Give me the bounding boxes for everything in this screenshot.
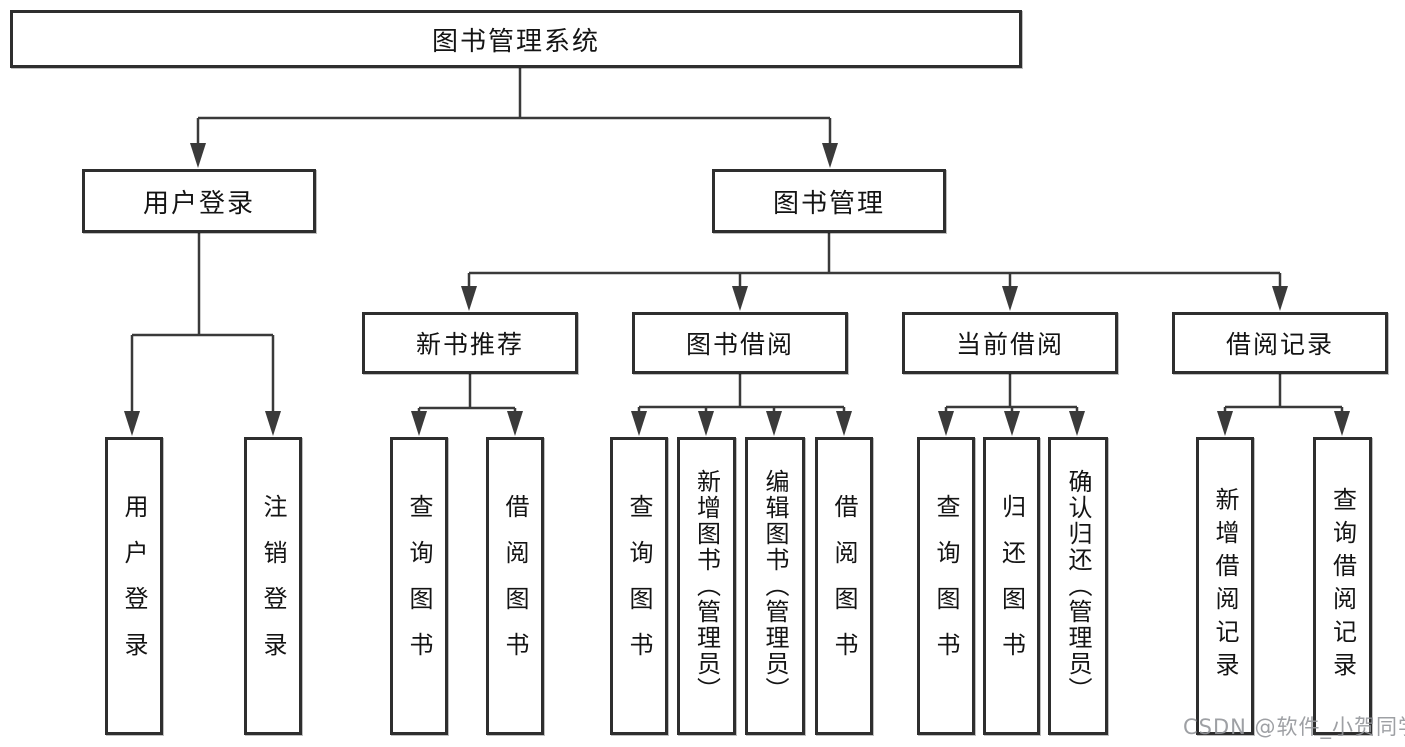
- leaf-bb-add-books-admin-label: 新增图书（管理员）: [692, 469, 721, 703]
- leaf-bb-add-books-admin: 新增图书（管理员）: [677, 437, 736, 735]
- leaf-bb-edit-books-admin: 编辑图书（管理员）: [745, 437, 805, 735]
- leaf-user-login-label: 用户登录: [120, 494, 148, 678]
- leaf-br-add-record-label: 新增借阅记录: [1211, 487, 1239, 685]
- node-root: 图书管理系统: [10, 10, 1022, 68]
- leaf-cb-confirm-return-admin: 确认归还（管理员）: [1048, 437, 1108, 735]
- arrowheads: [124, 143, 1350, 436]
- leaf-logout-label: 注销登录: [259, 494, 287, 678]
- node-book-borrow: 图书借阅: [632, 312, 848, 374]
- leaf-br-add-record: 新增借阅记录: [1196, 437, 1254, 735]
- leaf-user-login: 用户登录: [105, 437, 163, 735]
- leaf-cb-query-books: 查询图书: [917, 437, 975, 735]
- leaf-nbr-borrow-books: 借阅图书: [486, 437, 544, 735]
- leaf-bb-borrow-books: 借阅图书: [815, 437, 873, 735]
- leaf-bb-query-books: 查询图书: [610, 437, 668, 735]
- node-borrow-records: 借阅记录: [1172, 312, 1388, 374]
- leaf-logout: 注销登录: [244, 437, 302, 735]
- leaf-cb-query-books-label: 查询图书: [932, 494, 960, 678]
- leaf-cb-return-books-label: 归还图书: [997, 494, 1026, 678]
- leaf-cb-confirm-return-admin-label: 确认归还（管理员）: [1064, 469, 1092, 703]
- leaf-br-query-record: 查询借阅记录: [1313, 437, 1372, 735]
- node-current-borrow: 当前借阅: [902, 312, 1118, 374]
- leaf-br-query-record-label: 查询借阅记录: [1328, 487, 1357, 685]
- leaf-bb-query-books-label: 查询图书: [625, 494, 653, 678]
- leaf-bb-borrow-books-label: 借阅图书: [830, 494, 858, 678]
- leaf-bb-edit-books-admin-label: 编辑图书（管理员）: [761, 469, 789, 703]
- leaf-nbr-query-books: 查询图书: [390, 437, 448, 735]
- leaf-nbr-query-books-label: 查询图书: [405, 494, 433, 678]
- leaf-nbr-borrow-books-label: 借阅图书: [501, 494, 529, 678]
- node-user-login: 用户登录: [82, 169, 316, 233]
- leaf-cb-return-books: 归还图书: [983, 437, 1040, 735]
- node-new-book-recommend: 新书推荐: [362, 312, 578, 374]
- csdn-watermark: CSDN @软件_小贺同学: [1183, 715, 1405, 739]
- node-book-management: 图书管理: [712, 169, 946, 233]
